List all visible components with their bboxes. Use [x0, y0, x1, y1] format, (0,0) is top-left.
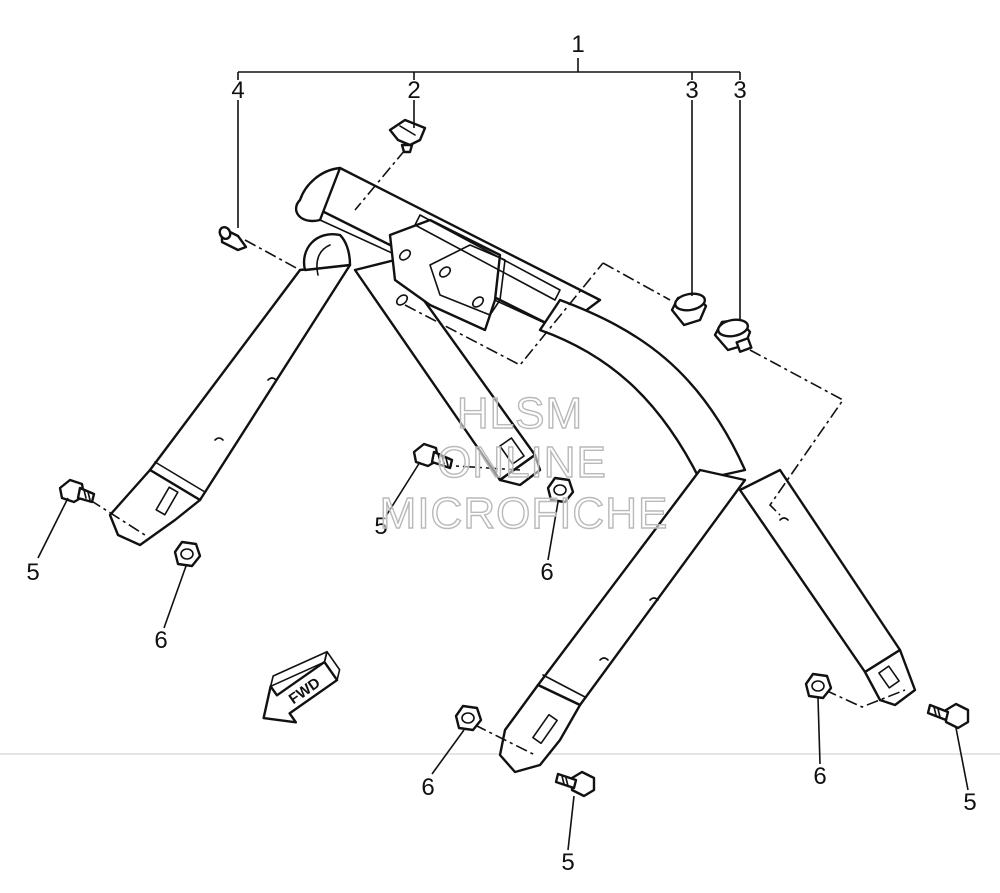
bumper-part-3-a [670, 292, 708, 327]
callout-2: 2 [407, 77, 420, 104]
callout-6-left: 6 [154, 627, 167, 654]
nut-part-6-left [173, 540, 202, 568]
callout-5-bottom: 5 [561, 849, 574, 876]
callout-3-b: 3 [733, 77, 746, 104]
callout-6-bottom: 6 [421, 774, 434, 801]
watermark-line-2: ONLINE [437, 438, 607, 487]
bolt-part-5-left [58, 478, 96, 504]
right-stay [738, 468, 902, 674]
assembly-lines [89, 149, 906, 756]
callout-3-a: 3 [685, 77, 698, 104]
watermark: HLSM ONLINE MICROFICHE [379, 388, 669, 538]
watermark-line-3: MICROFICHE [380, 489, 669, 538]
callout-1: 1 [571, 31, 584, 58]
rear-frame-assembly [108, 166, 917, 774]
pin-part-4 [218, 226, 248, 252]
leader-lines [37, 58, 969, 851]
callout-5-left: 5 [26, 559, 39, 586]
nut-part-6-right [804, 672, 833, 700]
left-leg [148, 263, 352, 502]
forward-arrow-icon: FWD [262, 650, 341, 724]
callout-6-center: 6 [540, 559, 553, 586]
clip-part-2 [388, 118, 427, 154]
bumper-part-3-b [713, 318, 753, 353]
callout-5-center: 5 [374, 513, 387, 540]
left-hook [302, 233, 352, 272]
callout-6-right: 6 [813, 763, 826, 790]
small-parts [58, 118, 970, 798]
bolt-part-5-bottom [554, 770, 596, 798]
callout-5-right: 5 [963, 789, 976, 816]
callout-4: 4 [231, 77, 244, 104]
nut-part-6-bottom [454, 704, 483, 732]
right-stay-foot [863, 648, 917, 707]
watermark-line-1: HLSM [457, 389, 583, 438]
callout-labels: 1 2 3 3 4 5 5 5 5 6 6 6 6 [26, 31, 976, 876]
nut-part-6-center [546, 476, 575, 504]
bolt-part-5-center [412, 442, 454, 470]
bolt-part-5-right [926, 702, 970, 730]
